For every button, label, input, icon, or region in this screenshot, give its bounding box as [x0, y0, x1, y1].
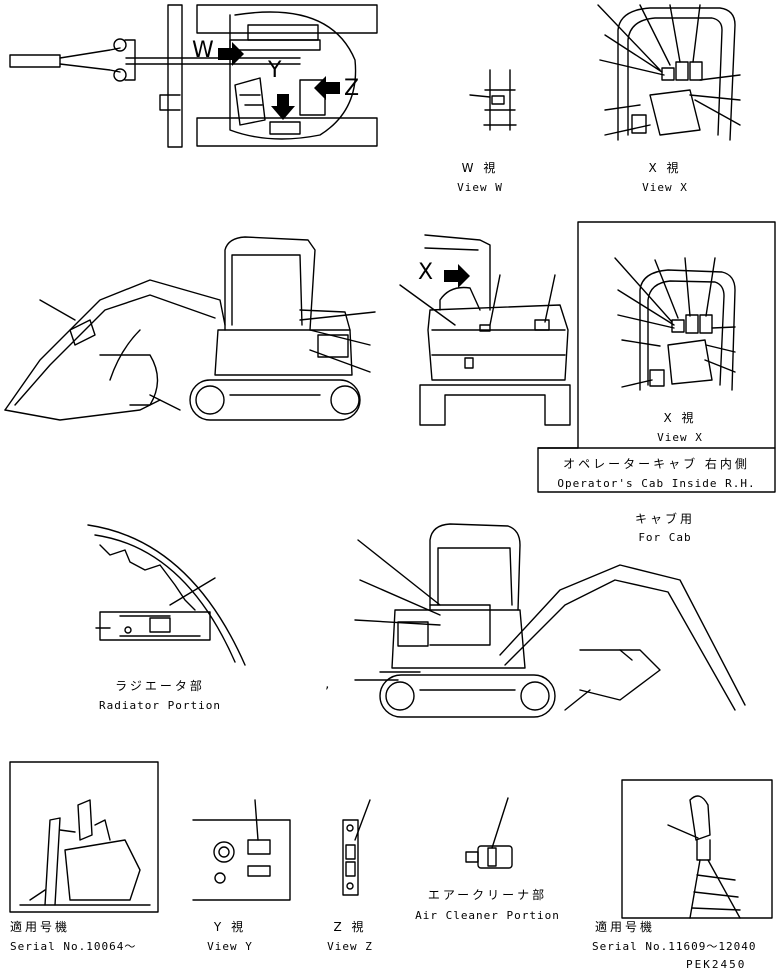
view-y-jp: Y 視	[213, 920, 247, 934]
arrow-y-icon	[271, 94, 295, 120]
side-view-machine	[4, 236, 376, 421]
drawing-code: PEK2450	[686, 958, 747, 971]
serial-left-drawing	[9, 761, 159, 913]
radiator-jp: ラジエータ部	[115, 679, 205, 693]
arrow-x-icon	[444, 264, 470, 288]
cab-box-en: Operator's Cab Inside R.H.	[557, 477, 756, 490]
view-y-drawing	[192, 799, 291, 901]
serial-left-jp: 適用号機	[10, 920, 71, 934]
serial-right-en: Serial No.11609～12040	[592, 940, 757, 953]
air-cleaner-drawing	[465, 797, 513, 869]
arrow-y-label: Y	[268, 58, 282, 83]
radiator-drawing	[87, 524, 246, 666]
view-x-drawing	[597, 4, 741, 141]
serial-left-en: Serial No.10064～	[10, 940, 137, 953]
view-x-en: View X	[642, 181, 688, 194]
arrow-z-icon	[314, 76, 340, 100]
view-w-jp: W 視	[461, 161, 499, 175]
rear-view-machine	[399, 234, 571, 426]
arrow-w-label: W	[192, 38, 214, 63]
view-z-jp: Z 視	[333, 920, 367, 934]
cab-inside-box	[537, 221, 776, 493]
arrow-x-label: X	[418, 260, 434, 285]
view-w-drawing	[469, 69, 517, 131]
stray-mark: ,	[324, 678, 332, 691]
for-cab-en: For Cab	[638, 531, 692, 544]
arrow-z-label: Z	[344, 76, 360, 101]
cab-box-jp: オペレーターキャブ 右内側	[563, 457, 750, 471]
arrow-w-icon	[218, 42, 244, 66]
view-z-en: View Z	[327, 940, 373, 953]
serial-right-jp: 適用号機	[595, 920, 656, 934]
view-y-en: View Y	[207, 940, 253, 953]
radiator-en: Radiator Portion	[99, 699, 221, 712]
air-cleaner-jp: エアークリーナ部	[427, 888, 548, 902]
serial-right-drawing	[621, 779, 773, 919]
view-z-drawing	[342, 799, 371, 896]
view-arrows	[218, 42, 470, 288]
view-x-jp: X 視	[648, 161, 682, 175]
for-cab-machine	[354, 523, 746, 718]
view-w-en: View W	[457, 181, 503, 194]
top-view-machine	[9, 4, 378, 148]
view-x2-en: View X	[657, 431, 703, 444]
for-cab-jp: キャブ用	[634, 512, 695, 526]
view-x2-jp: X 視	[663, 411, 697, 425]
air-cleaner-en: Air Cleaner Portion	[415, 909, 560, 922]
